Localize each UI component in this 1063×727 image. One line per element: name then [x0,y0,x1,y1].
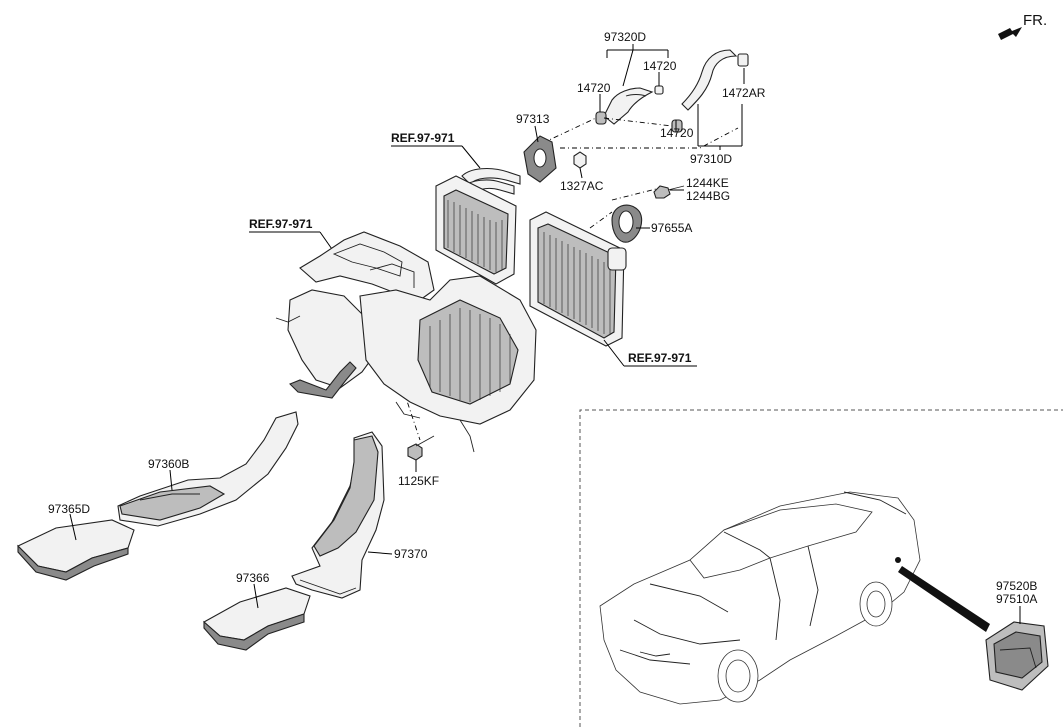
label-97365D: 97365D [48,502,90,516]
label-14720-right: 14720 [660,126,694,140]
reference-group-2: REF.97-971 [249,217,335,253]
drain-hose[interactable] [289,361,357,399]
label-group-1244: 1244KE 1244BG [670,176,730,203]
label-group-97310D: 97310D [690,104,743,166]
hose-assembly-97310D[interactable] [671,49,749,133]
label-group-97360B: 97360B [148,457,189,491]
nut-1327AC[interactable] [573,151,587,169]
label-97655A: 97655A [651,221,692,235]
label-1472AR: 1472AR [722,86,766,100]
cover-97366[interactable] [203,587,311,651]
label-group-14720-left: 14720 [577,81,611,112]
seal-97313[interactable] [523,135,557,183]
label-group-14720-top: 14720 [643,59,677,86]
ref-label-2: REF.97-971 [249,217,313,231]
label-1244BG: 1244BG [686,189,730,203]
climate-control-unit[interactable] [985,621,1049,691]
alignment-line-3 [560,127,739,149]
label-97320D: 97320D [604,30,646,44]
label-group-1125KF: 1125KF [398,460,439,488]
label-1244KE: 1244KE [686,176,729,190]
label-97510A: 97510A [996,592,1037,606]
alignment-line-4 [611,187,661,201]
label-97360B: 97360B [148,457,189,471]
ref-label-1: REF.97-971 [391,131,455,145]
reference-group-1: REF.97-971 [391,131,481,169]
alignment-line-6 [399,379,421,441]
car-illustration [599,491,990,705]
label-97310D: 97310D [690,152,732,166]
label-97370: 97370 [394,547,428,561]
alignment-line-5 [589,211,613,229]
label-97366: 97366 [236,571,270,585]
front-arrow-icon [998,27,1022,40]
label-1125KF: 1125KF [398,474,439,488]
cover-97365D[interactable] [17,519,135,581]
duct-97360B[interactable] [117,411,299,527]
label-group-14720-right: 14720 [660,120,694,140]
front-direction-indicator: FR. [998,12,1047,40]
label-14720-top: 14720 [643,59,677,73]
label-group-1472AR: 1472AR [722,68,766,100]
label-group-97365D: 97365D [48,502,90,541]
label-97313: 97313 [516,112,550,126]
seal-97655A[interactable] [611,204,643,243]
bolt-1125KF[interactable] [407,435,435,461]
evaporator-core[interactable] [529,211,627,347]
duct-97370[interactable] [291,431,385,599]
label-group-97655A: 97655A [636,221,692,235]
label-group-97370: 97370 [367,547,428,561]
reference-group-3: REF.97-971 [603,339,697,367]
label-group-97320D: 97320D [604,30,669,87]
label-14720-left: 14720 [577,81,611,95]
front-label: FR. [1023,12,1047,29]
label-group-97366: 97366 [236,571,270,609]
label-group-97520B: 97520B 97510A [996,579,1037,624]
heater-core[interactable] [435,167,521,285]
inset-divider [579,409,1063,727]
label-97520B: 97520B [996,579,1037,593]
label-1327AC: 1327AC [560,179,604,193]
hvac-case-assembly[interactable] [275,231,537,453]
label-group-1327AC: 1327AC [560,167,604,193]
bolt-1244KE[interactable] [653,185,685,199]
label-group-97313: 97313 [516,112,550,143]
ref-label-3: REF.97-971 [628,351,692,365]
